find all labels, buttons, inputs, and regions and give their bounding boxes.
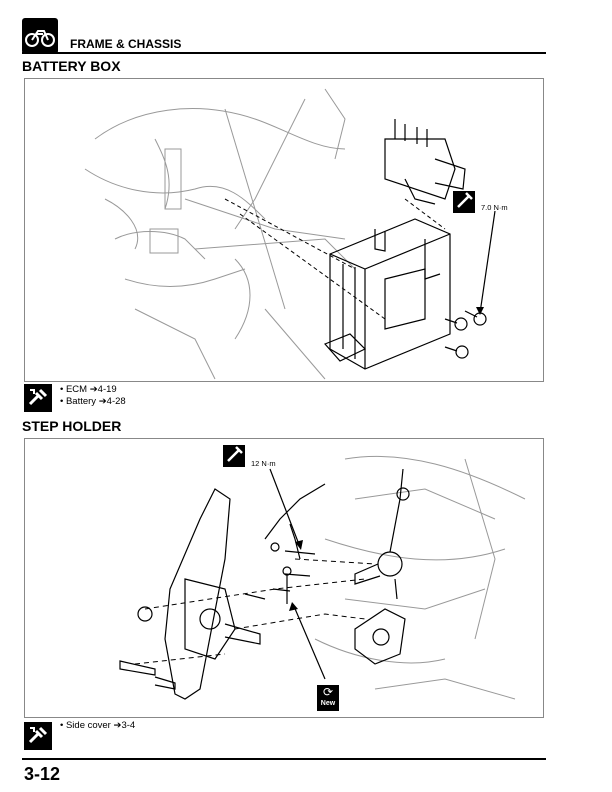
note-ecm-reference[interactable]: • ECM ➔4-19 xyxy=(60,384,117,395)
new-part-label: New xyxy=(320,700,336,707)
note-side-cover-reference[interactable]: • Side cover ➔3-4 xyxy=(60,720,136,731)
battery-box-notes: • ECM ➔4-19 • Battery ➔4-28 xyxy=(60,384,126,408)
page-number: 3-12 xyxy=(24,764,61,784)
section-title-step-holder: STEP HOLDER xyxy=(22,418,122,434)
header-rule xyxy=(22,52,546,54)
footer-rule xyxy=(22,758,546,760)
torque-label-step-holder: 12 N·m xyxy=(251,459,276,468)
removal-reference-icon xyxy=(24,722,52,750)
step-holder-notes: • Side cover ➔3-4 xyxy=(60,720,135,732)
replace-new-part-icon: ⟳ New xyxy=(317,685,339,711)
motorcycle-chapter-icon xyxy=(22,18,58,54)
torque-label-battery-box: 7.0 N·m xyxy=(481,203,508,212)
chapter-title: FRAME & CHASSIS xyxy=(70,37,182,51)
note-battery-reference[interactable]: • Battery ➔4-28 xyxy=(60,396,126,407)
step-holder-illustration: 12 N·m ⟳ New xyxy=(24,438,544,718)
section-title-battery-box: BATTERY BOX xyxy=(22,58,121,74)
battery-box-illustration: 7.0 N·m xyxy=(24,78,544,382)
step-holder-drawing xyxy=(119,445,526,700)
battery-box-drawing xyxy=(84,88,496,380)
removal-reference-icon xyxy=(24,384,52,412)
